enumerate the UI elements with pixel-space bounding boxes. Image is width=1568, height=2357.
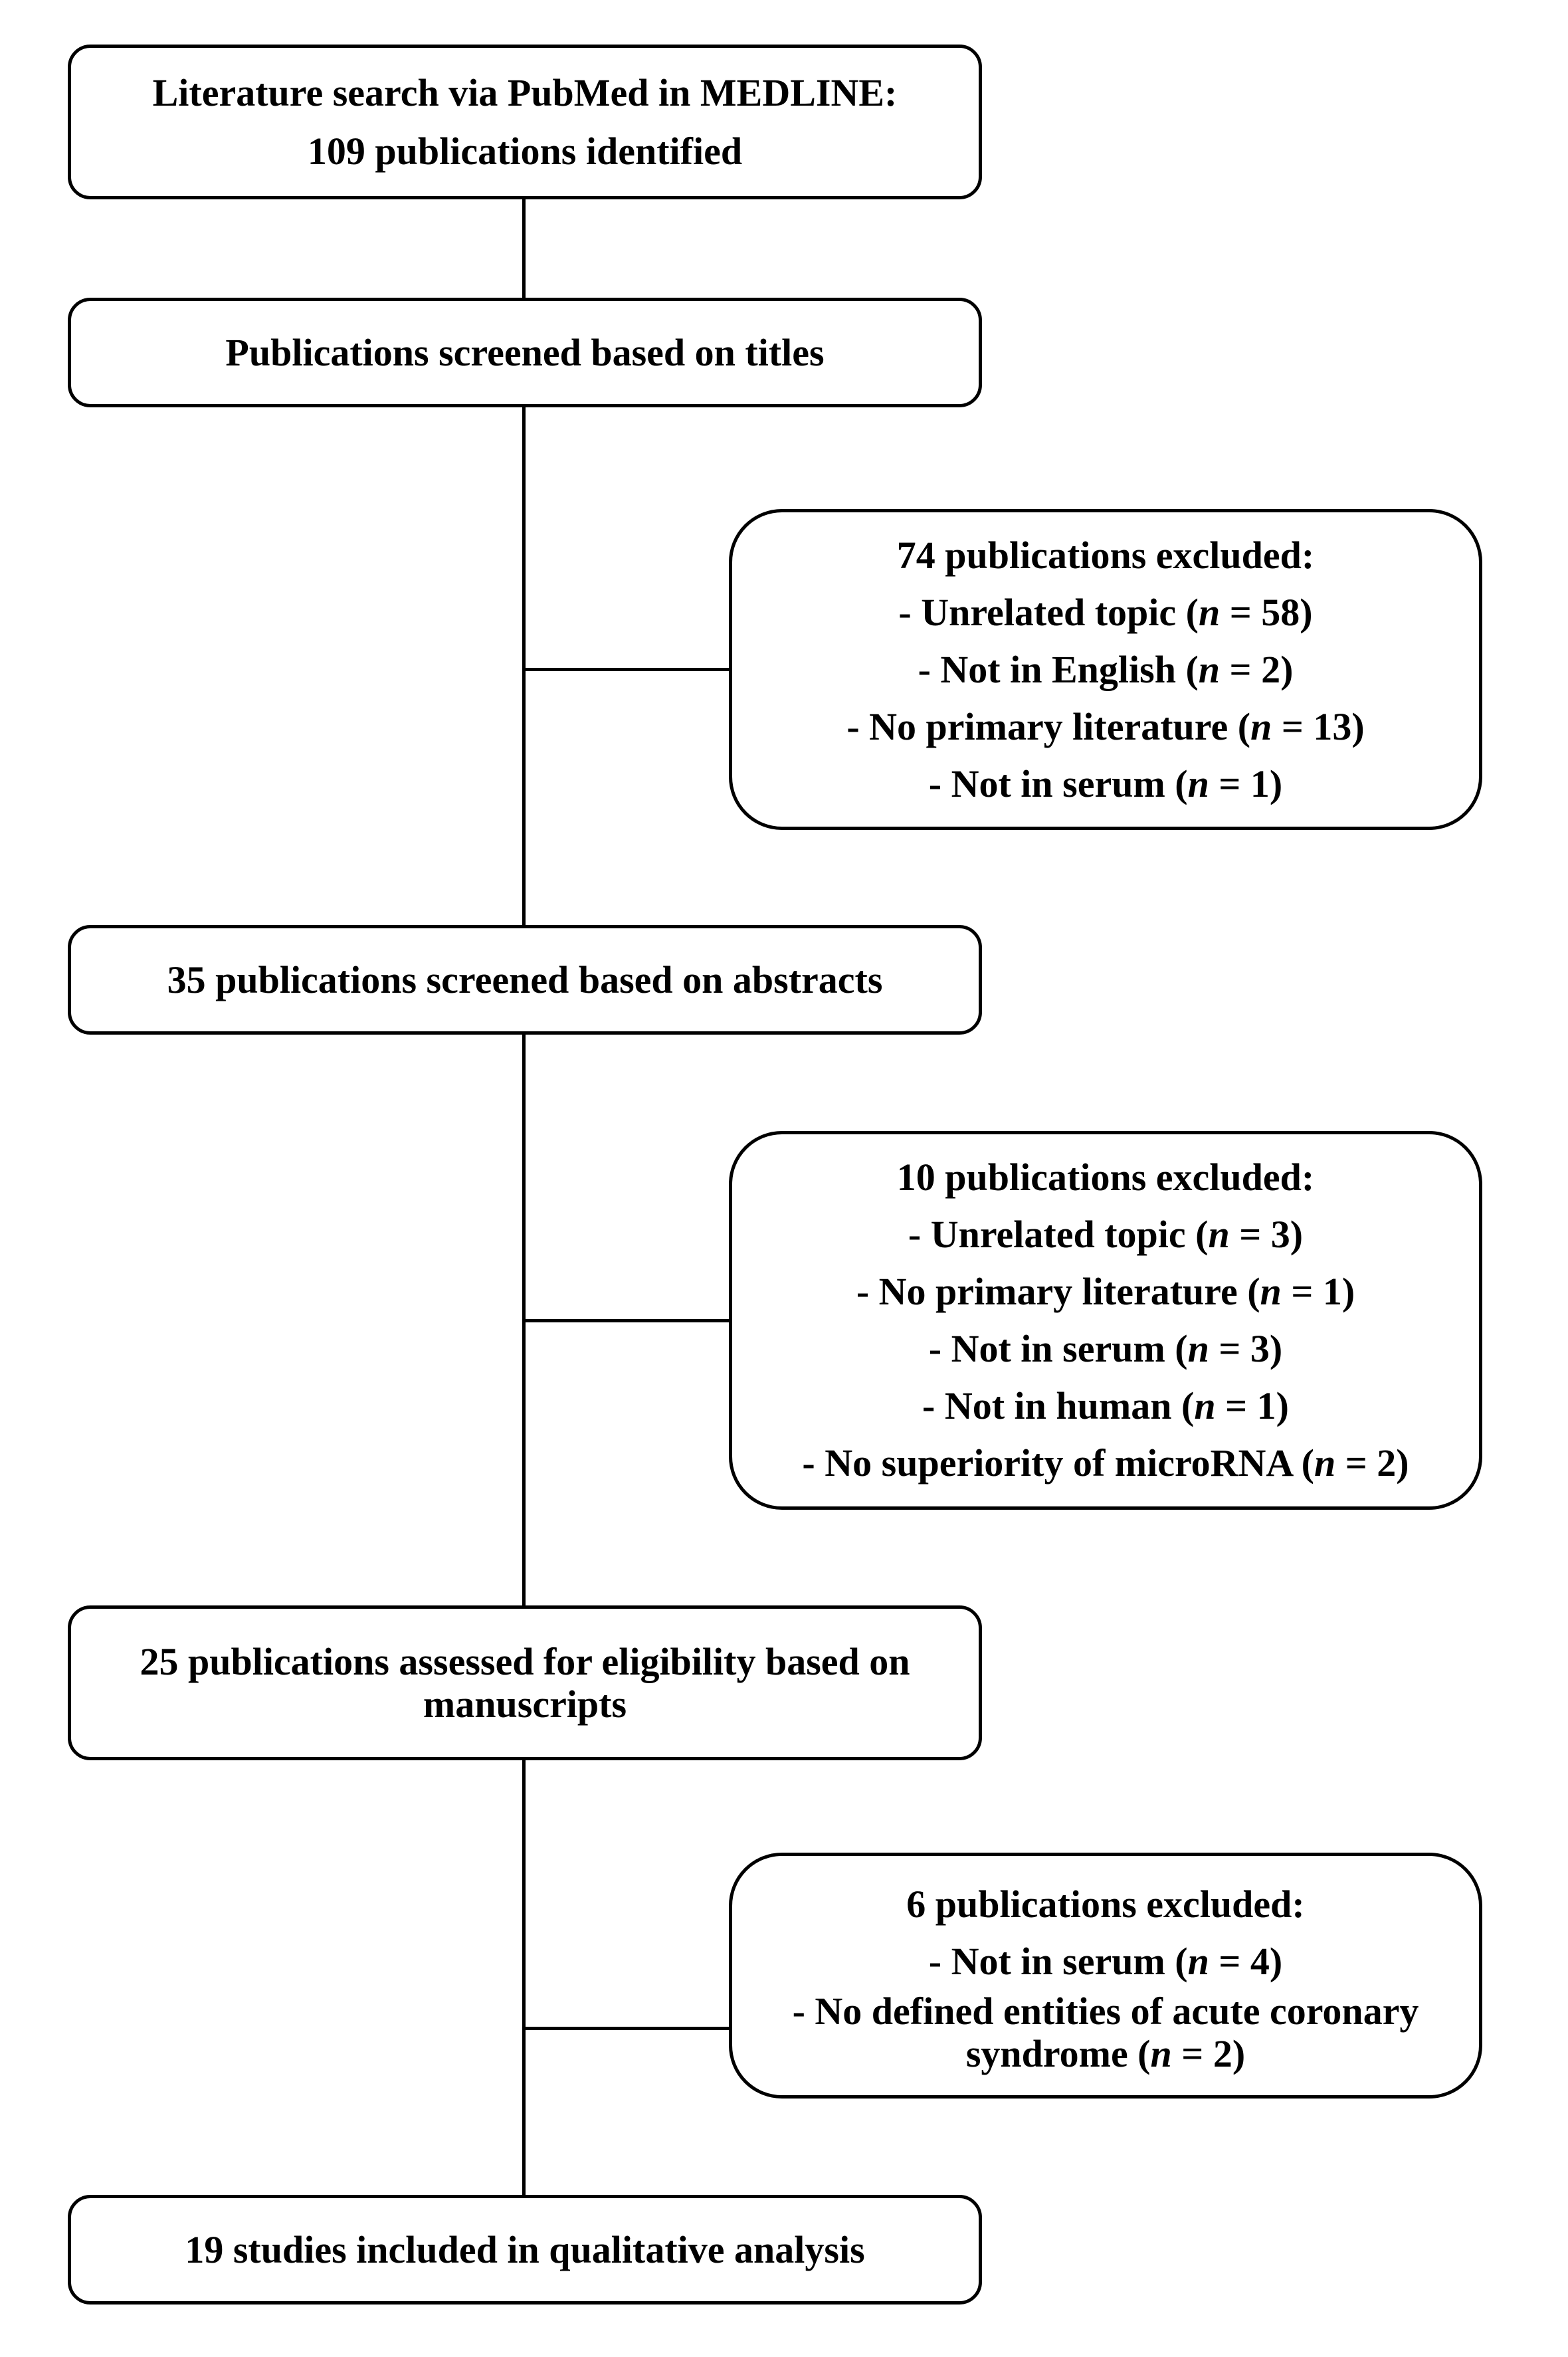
- excluded-box-2: 10 publications excluded: - Unrelated to…: [729, 1131, 1482, 1510]
- search-line-2: 109 publications identified: [307, 129, 743, 173]
- connector-manuscripts-to-included: [522, 1754, 526, 2200]
- excluded-1-heading: 74 publications excluded:: [896, 533, 1315, 577]
- search-line-1: Literature search via PubMed in MEDLINE:: [152, 70, 898, 114]
- branch-to-excluded-2: [522, 1319, 732, 1322]
- manuscripts-line-2: manuscripts: [423, 1682, 627, 1726]
- excluded-2-reason: - No superiority of microRNA (n = 2): [802, 1441, 1409, 1485]
- excluded-1-reason: - No primary literature (n = 13): [846, 704, 1365, 748]
- excluded-3-reason: syndrome (n = 2): [965, 2032, 1246, 2075]
- branch-to-excluded-3: [522, 2027, 732, 2030]
- excluded-3-reason: - Not in serum (n = 4): [928, 1940, 1283, 1983]
- search-box: Literature search via PubMed in MEDLINE:…: [68, 45, 982, 199]
- excluded-2-reason: - Not in serum (n = 3): [928, 1327, 1283, 1370]
- excluded-2-heading: 10 publications excluded:: [896, 1156, 1315, 1199]
- excluded-2-reason: - No primary literature (n = 1): [856, 1270, 1355, 1313]
- excluded-3-reason: - No defined entities of acute coronary: [792, 1990, 1419, 2033]
- titles-box: Publications screened based on titles: [68, 298, 982, 407]
- included-box: 19 studies included in qualitative analy…: [68, 2195, 982, 2305]
- excluded-2-reason: - Not in human (n = 1): [922, 1384, 1289, 1427]
- excluded-box-1: 74 publications excluded: - Unrelated to…: [729, 509, 1482, 830]
- manuscripts-line-1: 25 publications assessed for eligibility…: [140, 1639, 910, 1683]
- abstracts-box: 35 publications screened based on abstra…: [68, 925, 982, 1035]
- branch-to-excluded-1: [522, 668, 732, 671]
- excluded-1-reason: - Not in English (n = 2): [918, 647, 1294, 691]
- excluded-1-reason: - Not in serum (n = 1): [928, 762, 1283, 805]
- excluded-1-reason: - Unrelated topic (n = 58): [898, 590, 1313, 634]
- included-line-1: 19 studies included in qualitative analy…: [185, 2227, 865, 2271]
- excluded-3-heading: 6 publications excluded:: [906, 1883, 1305, 1926]
- abstracts-line-1: 35 publications screened based on abstra…: [167, 958, 883, 1001]
- titles-line-1: Publications screened based on titles: [225, 330, 825, 374]
- connector-search-to-titles: [522, 196, 526, 299]
- excluded-2-reason: - Unrelated topic (n = 3): [908, 1213, 1304, 1256]
- excluded-box-3: 6 publications excluded: - Not in serum …: [729, 1853, 1482, 2099]
- manuscripts-box: 25 publications assessed for eligibility…: [68, 1605, 982, 1760]
